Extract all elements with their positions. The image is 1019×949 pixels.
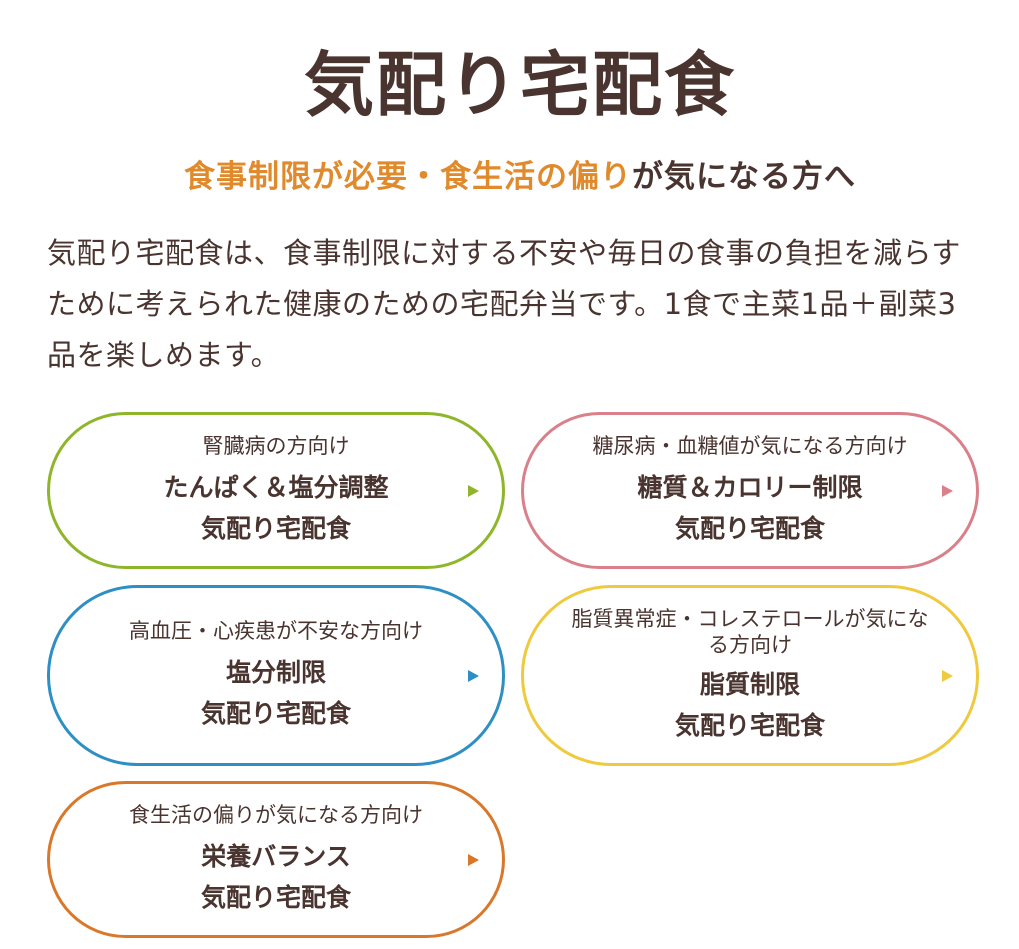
arrow-right-icon: [468, 669, 479, 682]
card-plan-brand: 気配り宅配食: [200, 698, 351, 728]
card-target-label: 高血圧・心疾患が不安な方向け: [129, 618, 423, 643]
card-plan-brand: 気配り宅配食: [200, 513, 351, 543]
subtitle-rest: が気になる方へ: [632, 159, 856, 195]
intro-paragraph: 気配り宅配食は、食事制限に対する不安や毎日の食事の負担を減らすために考えられた健…: [47, 236, 961, 372]
card-target-label: 腎臓病の方向け: [202, 433, 350, 458]
card-target-label: 脂質異常症・コレステロールが気になる方向け: [571, 606, 929, 657]
card-plan-name: 糖質＆カロリー制限: [637, 472, 863, 502]
card-nutrition-balance[interactable]: 食生活の偏りが気になる方向け 栄養バランス 気配り宅配食: [47, 781, 505, 938]
subtitle-accent: 食事制限が必要・食生活の偏り: [184, 159, 632, 195]
card-dyslipidemia-fat[interactable]: 脂質異常症・コレステロールが気になる方向け 脂質制限 気配り宅配食: [521, 585, 979, 766]
card-kidney-protein-salt[interactable]: 腎臓病の方向け たんぱく＆塩分調整 気配り宅配食: [47, 412, 505, 569]
card-plan-name: 栄養バランス: [201, 841, 351, 871]
card-plan-name: 塩分制限: [225, 657, 326, 687]
card-target-label: 食生活の偏りが気になる方向け: [129, 802, 423, 827]
card-plan-name: 脂質制限: [699, 669, 800, 699]
page-title: 気配り宅配食: [304, 44, 736, 126]
page-subtitle: 食事制限が必要・食生活の偏りが気になる方へ: [0, 155, 1019, 199]
card-plan-brand: 気配り宅配食: [674, 710, 825, 740]
arrow-right-icon: [942, 669, 953, 682]
card-plan-name: たんぱく＆塩分調整: [163, 472, 389, 502]
arrow-right-icon: [468, 853, 479, 866]
card-hypertension-salt[interactable]: 高血圧・心疾患が不安な方向け 塩分制限 気配り宅配食: [47, 585, 505, 766]
arrow-right-icon: [468, 484, 479, 497]
card-plan-brand: 気配り宅配食: [200, 882, 351, 912]
card-plan-brand: 気配り宅配食: [674, 513, 825, 543]
card-diabetes-carb-calorie[interactable]: 糖尿病・血糖値が気になる方向け 糖質＆カロリー制限 気配り宅配食: [521, 412, 979, 569]
card-target-label: 糖尿病・血糖値が気になる方向け: [592, 433, 908, 458]
arrow-right-icon: [942, 484, 953, 497]
